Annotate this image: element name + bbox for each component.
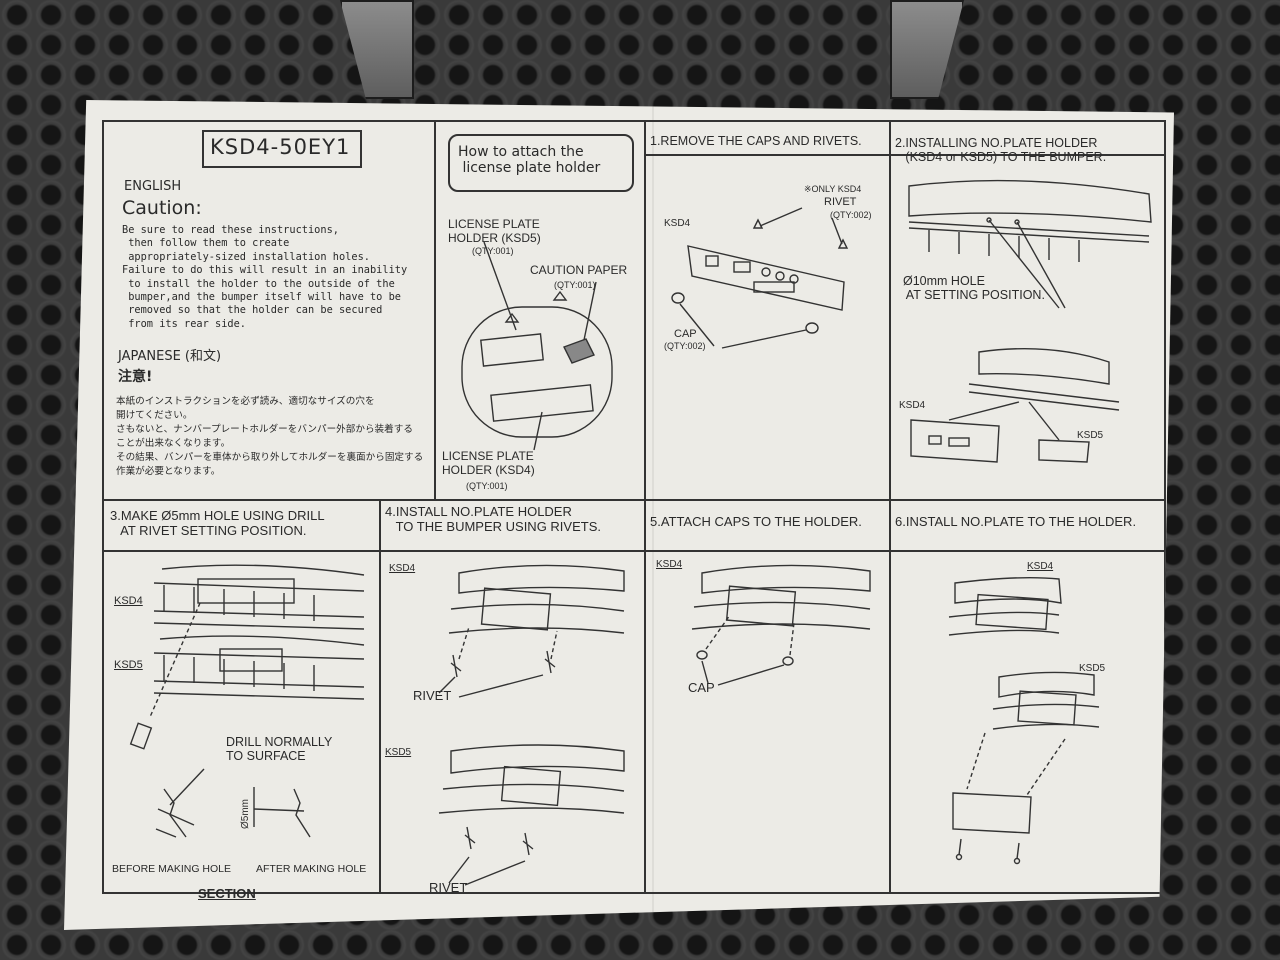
divider xyxy=(889,122,891,892)
step4-ksd5-label: KSD5 xyxy=(385,747,412,758)
qty-caution-paper: (QTY:001) xyxy=(554,280,596,290)
step3-ksd4-label: KSD4 xyxy=(114,595,143,607)
divider xyxy=(379,499,381,892)
step5-ksd4-label: KSD4 xyxy=(656,559,683,570)
step2-ksd5-label: KSD5 xyxy=(1077,430,1104,441)
qty-ksd4: (QTY:001) xyxy=(466,481,508,491)
how-to-title-box xyxy=(448,134,634,192)
step1-illustration xyxy=(671,207,849,349)
stand-right-prop xyxy=(890,0,964,99)
model-code-box xyxy=(202,130,362,168)
step3-section-label: SECTION xyxy=(198,886,256,901)
step1-title: 1.REMOVE THE CAPS AND RIVETS. xyxy=(650,134,862,148)
step3-drill-label: DRILL NORMALLY TO SURFACE xyxy=(226,735,333,764)
step2-hole-label: Ø10mm HOLE AT SETTING POSITION. xyxy=(903,274,1045,303)
step4-illustration xyxy=(438,564,625,886)
divider xyxy=(104,499,1164,501)
intro-panel: KSD4-50EY1 ENGLISH Caution: Be sure to r… xyxy=(104,122,434,499)
step6-panel: 6.INSTALL NO.PLATE TO THE HOLDER. KSD4 K… xyxy=(889,499,1164,892)
how-to-title: How to attach the license plate holder xyxy=(458,144,601,177)
how-to-panel: How to attach the license plate holder L… xyxy=(434,122,644,499)
step1-ksd4-label: KSD4 xyxy=(664,218,691,229)
step1-rivet-note: ※ONLY KSD4 xyxy=(804,184,862,194)
step2-ksd4-label: KSD4 xyxy=(899,400,926,411)
step3-title: 3.MAKE Ø5mm HOLE USING DRILL AT RIVET SE… xyxy=(110,508,325,538)
caution-body: Be sure to read these instructions, then… xyxy=(122,224,408,330)
step3-before-label: BEFORE MAKING HOLE xyxy=(112,863,232,875)
step5-panel: 5.ATTACH CAPS TO THE HOLDER. KSD4 CAP xyxy=(644,499,889,892)
lang-japanese-label: JAPANESE (和文) xyxy=(118,349,222,364)
step4-panel: 4.INSTALL NO.PLATE HOLDER TO THE BUMPER … xyxy=(379,499,644,895)
step1-cap-qty: (QTY:002) xyxy=(664,341,706,351)
step2-illustration xyxy=(908,179,1152,463)
step1-cap-label: CAP xyxy=(674,328,697,340)
step4-ksd4-label: KSD4 xyxy=(389,563,416,574)
instruction-grid: KSD4-50EY1 ENGLISH Caution: Be sure to r… xyxy=(102,120,1166,901)
step3-illustration xyxy=(129,564,365,838)
step3-panel: 3.MAKE Ø5mm HOLE USING DRILL AT RIVET SE… xyxy=(104,499,379,901)
label-ksd5-holder: LICENSE PLATE HOLDER (KSD5) xyxy=(448,217,541,245)
caution-heading: Caution: xyxy=(122,197,202,219)
step1-rivet-label: RIVET xyxy=(824,196,857,208)
parts-illustration xyxy=(461,241,613,451)
step2-title: 2.INSTALLING NO.PLATE HOLDER (KSD4 or KS… xyxy=(895,136,1107,165)
divider xyxy=(104,550,1164,552)
step3-ksd5-label: KSD5 xyxy=(114,659,143,671)
model-code: KSD4-50EY1 xyxy=(210,135,351,159)
stand-left-prop xyxy=(340,0,414,99)
qty-ksd5: (QTY:001) xyxy=(472,246,514,256)
jp-body: 本紙のインストラクションを必ず読み、適切なサイズの穴を 開けてください。 さもな… xyxy=(116,396,424,477)
label-ksd4-holder: LICENSE PLATE HOLDER (KSD4) xyxy=(442,449,535,477)
divider xyxy=(434,122,436,499)
step5-title: 5.ATTACH CAPS TO THE HOLDER. xyxy=(650,514,862,529)
step4-rivet-label-a: RIVET xyxy=(413,688,452,703)
sheet-fold xyxy=(652,100,654,930)
label-caution-paper: CAUTION PAPER xyxy=(530,263,628,277)
step2-panel: 2.INSTALLING NO.PLATE HOLDER (KSD4 or KS… xyxy=(889,122,1164,499)
step5-illustration xyxy=(691,564,871,686)
step6-ksd4-label: KSD4 xyxy=(1027,561,1054,572)
lang-english-label: ENGLISH xyxy=(124,179,182,194)
step6-ksd5-label: KSD5 xyxy=(1079,663,1106,674)
jp-heading: 注意! xyxy=(118,369,153,385)
step6-illustration xyxy=(948,576,1100,865)
instruction-sheet: KSD4-50EY1 ENGLISH Caution: Be sure to r… xyxy=(64,100,1174,930)
step1-rivet-qty: (QTY:002) xyxy=(830,210,872,220)
step5-cap-label: CAP xyxy=(688,680,715,695)
divider xyxy=(644,154,1164,156)
step4-rivet-label-b: RIVET xyxy=(429,880,468,895)
step4-title: 4.INSTALL NO.PLATE HOLDER TO THE BUMPER … xyxy=(385,504,601,534)
step1-panel: 1.REMOVE THE CAPS AND RIVETS. KSD4 ※ONLY… xyxy=(644,122,889,499)
step3-after-label: AFTER MAKING HOLE xyxy=(256,863,367,875)
step6-title: 6.INSTALL NO.PLATE TO THE HOLDER. xyxy=(895,514,1137,529)
divider xyxy=(644,122,646,892)
